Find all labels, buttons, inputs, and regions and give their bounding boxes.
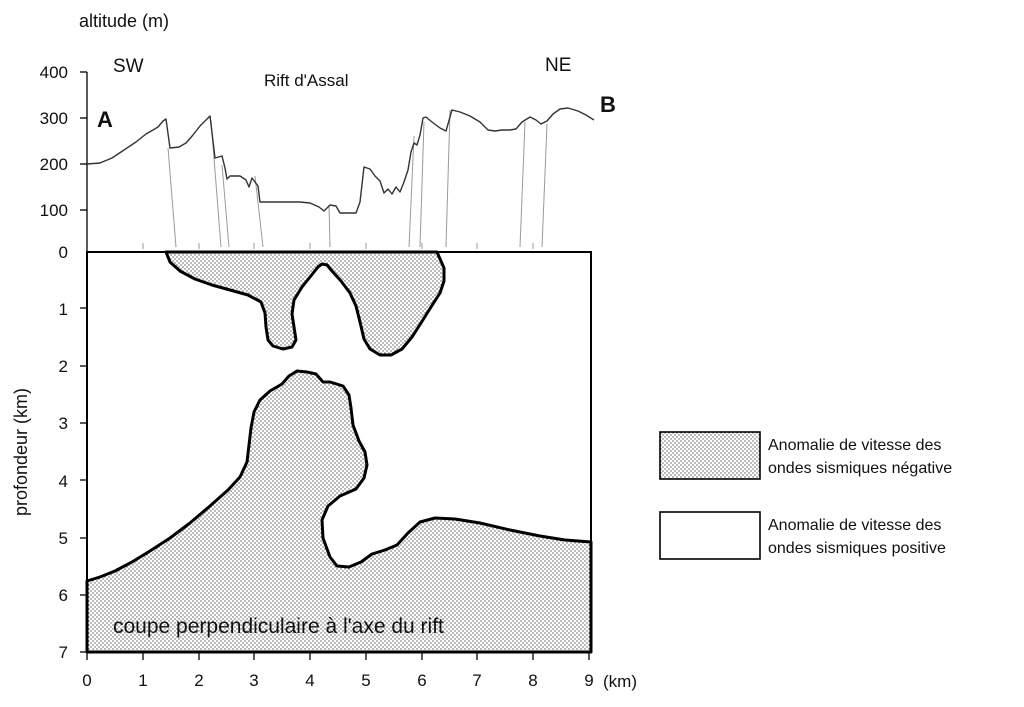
distance-tick-4: 4 xyxy=(305,671,314,690)
altitude-tick-100: 100 xyxy=(40,201,68,220)
legend-positive-line2: ondes sismiques positive xyxy=(768,540,946,557)
legend-negative-swatch xyxy=(659,431,761,480)
rift-name-label: Rift d'Assal xyxy=(264,71,349,90)
fault-lines xyxy=(167,109,548,248)
depth-tick-6: 6 xyxy=(59,586,68,605)
distance-axis-ticks xyxy=(86,652,590,660)
altitude-tick-200: 200 xyxy=(40,155,68,174)
altitude-axis-label: altitude (m) xyxy=(79,11,169,31)
point-b-label: B xyxy=(600,92,616,117)
topographic-profile-line xyxy=(86,107,595,214)
depth-axis-label: profondeur (km) xyxy=(11,388,31,516)
depth-tick-5: 5 xyxy=(59,529,68,548)
distance-tick-0: 0 xyxy=(82,671,91,690)
depth-tick-4: 4 xyxy=(59,472,68,491)
depth-tick-7: 7 xyxy=(59,643,68,662)
depth-tick-2: 2 xyxy=(59,357,68,376)
legend-negative-line2: ondes sismiques négative xyxy=(768,460,952,477)
section-frame xyxy=(86,251,592,653)
depth-tick-1: 1 xyxy=(59,300,68,319)
distance-tick-6: 6 xyxy=(417,671,426,690)
direction-sw-label: SW xyxy=(113,56,144,77)
depth-tick-labels: 1 2 3 4 5 6 7 xyxy=(59,300,68,662)
distance-unit-label: (km) xyxy=(603,672,637,691)
direction-ne-label: NE xyxy=(545,55,571,76)
section-caption: coupe perpendiculaire à l'axe du rift xyxy=(113,615,444,638)
distance-tick-labels: 0 1 2 3 4 5 6 7 8 9 xyxy=(82,671,593,690)
legend-negative-line1: Anomalie de vitesse des xyxy=(768,437,941,454)
point-a-label: A xyxy=(97,107,113,132)
distance-tick-5: 5 xyxy=(361,671,370,690)
depth-tick-3: 3 xyxy=(59,414,68,433)
depth-axis-ticks xyxy=(80,307,87,653)
altitude-tick-0: 0 xyxy=(59,243,68,262)
distance-tick-3: 3 xyxy=(249,671,258,690)
distance-tick-2: 2 xyxy=(194,671,203,690)
legend: Anomalie de vitesse des ondes sismiques … xyxy=(659,431,952,560)
distance-tick-8: 8 xyxy=(528,671,537,690)
legend-positive-line1: Anomalie de vitesse des xyxy=(768,517,941,534)
distance-tick-9: 9 xyxy=(584,671,593,690)
baseline-ticks xyxy=(142,243,534,249)
altitude-tick-300: 300 xyxy=(40,109,68,128)
negative-anomaly-top-body xyxy=(164,250,446,357)
legend-positive-swatch xyxy=(659,511,761,560)
distance-tick-1: 1 xyxy=(138,671,147,690)
altitude-axis xyxy=(80,71,88,252)
negative-anomaly-bottom-body xyxy=(85,369,593,654)
altitude-tick-labels: 400 300 200 100 0 xyxy=(40,63,68,262)
distance-tick-7: 7 xyxy=(472,671,481,690)
altitude-tick-400: 400 xyxy=(40,63,68,82)
